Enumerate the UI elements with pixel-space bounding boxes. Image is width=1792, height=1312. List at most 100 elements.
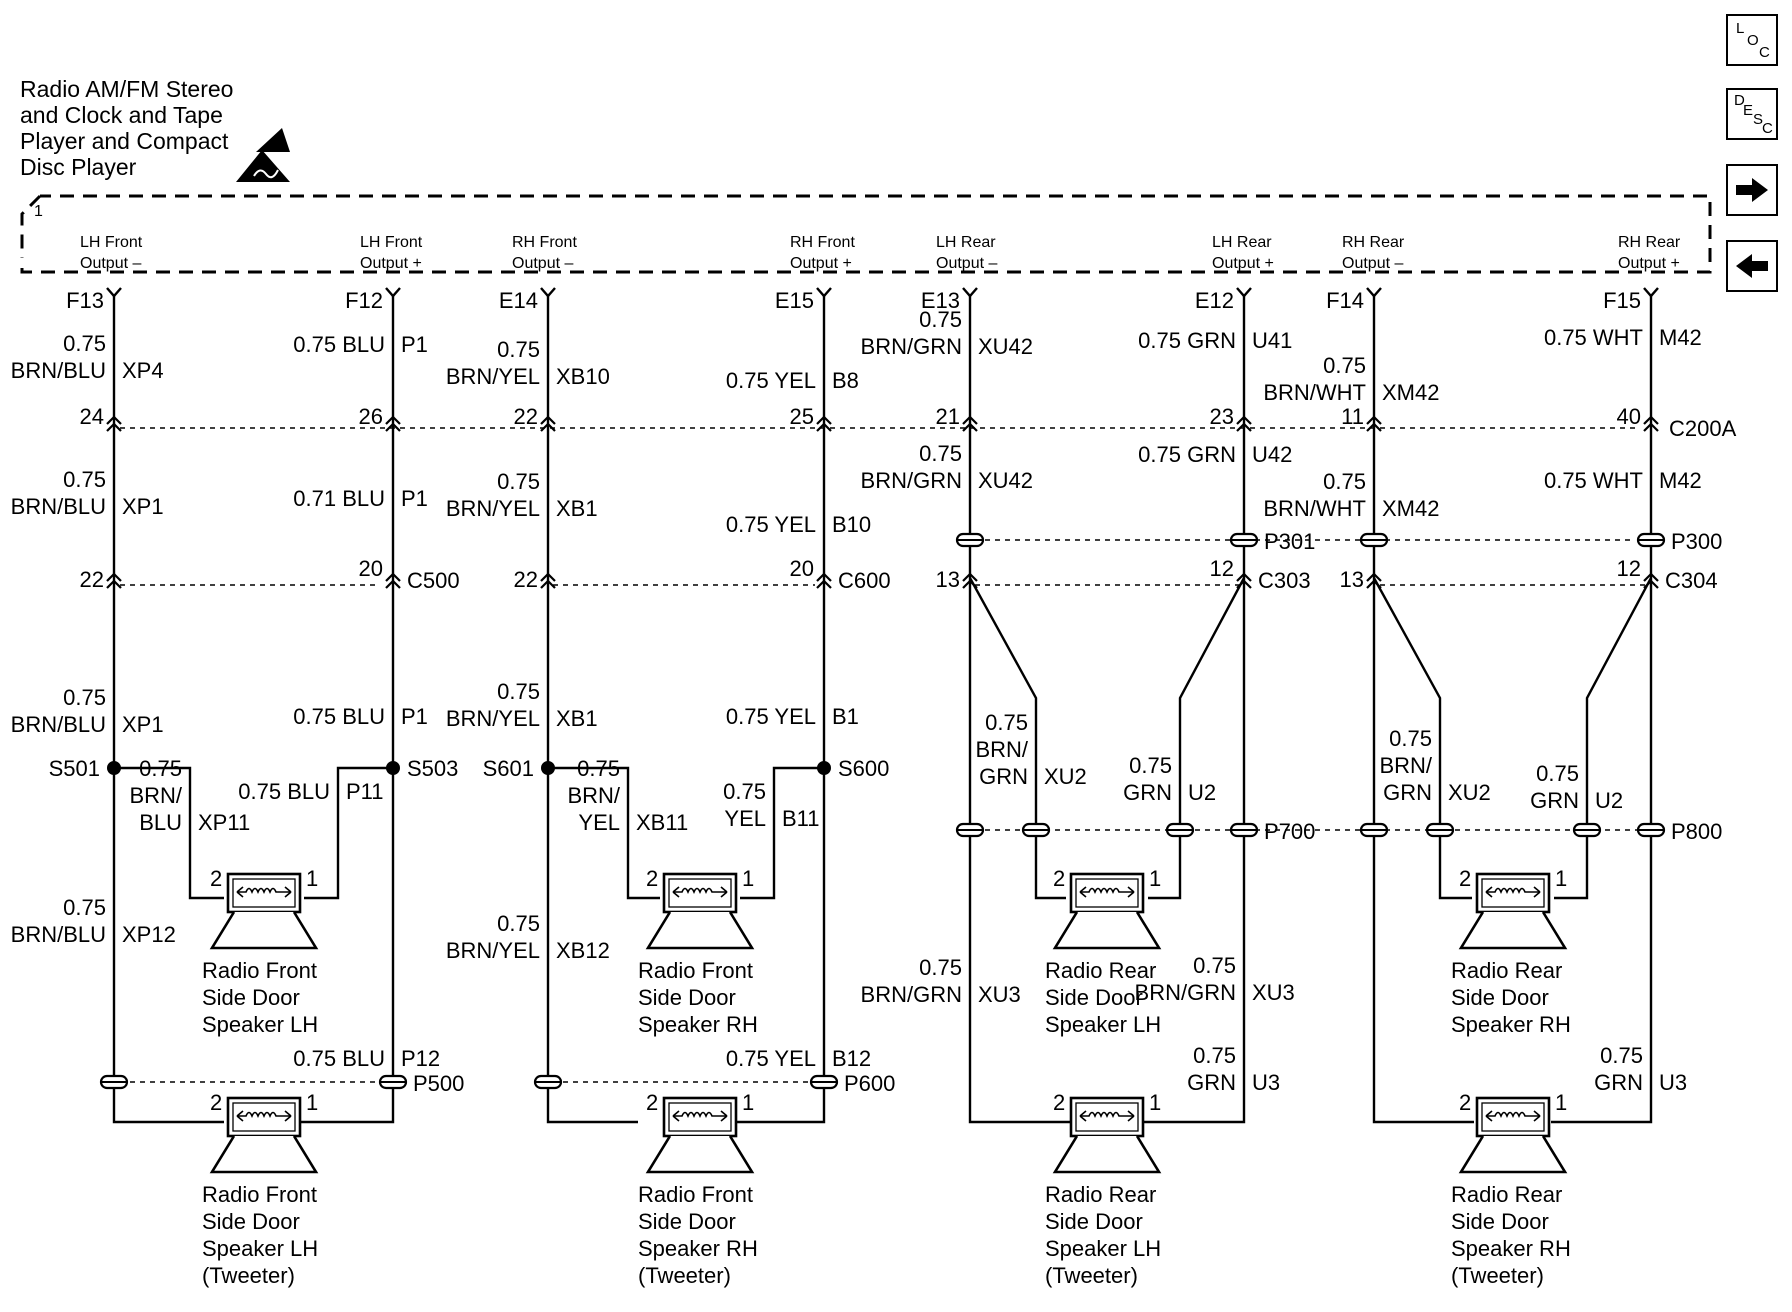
output-name: Output + xyxy=(1212,255,1274,272)
terminal-mark xyxy=(385,287,401,298)
circuit-number: M42 xyxy=(1659,468,1702,493)
speaker-icon xyxy=(1459,872,1567,950)
speaker-name: Speaker RH xyxy=(1451,1236,1571,1261)
wire-color-label: 0.75 WHT xyxy=(1544,325,1643,350)
speaker-icon xyxy=(1053,1096,1161,1174)
speaker-pin: 2 xyxy=(210,866,222,891)
connector-pin: 25 xyxy=(790,404,814,429)
wire-color-label: 0.75 xyxy=(1323,469,1366,494)
wire-color-label: BRN/GRN xyxy=(861,468,962,493)
connector-name: C600 xyxy=(838,568,891,593)
module-title-line: Player and Compact xyxy=(20,128,229,154)
circuit-number: XU2 xyxy=(1044,764,1087,789)
speaker-name: Radio Rear xyxy=(1451,958,1562,983)
connector-pin: 11 xyxy=(1341,404,1364,429)
speaker-name: Radio Front xyxy=(202,1182,317,1207)
speaker-pin: 2 xyxy=(1053,1090,1065,1115)
wire-color-label: 0.75 xyxy=(1129,753,1172,778)
connector-pin: 24 xyxy=(80,404,104,429)
circuit-number: XP1 xyxy=(122,712,164,737)
wire-color-label: 0.75 xyxy=(1323,353,1366,378)
inline-connector xyxy=(1359,532,1389,548)
wire-color-label: 0.75 xyxy=(919,307,962,332)
speaker-icon xyxy=(210,872,318,950)
circuit-number: B1 xyxy=(832,704,859,729)
arrow-right-icon xyxy=(1736,178,1768,202)
speaker-name: Speaker LH xyxy=(1045,1236,1161,1261)
inline-connector xyxy=(1425,822,1455,838)
speaker-name: Side Door xyxy=(202,985,300,1010)
previous-page-button[interactable] xyxy=(1726,240,1778,292)
circuit-number: P1 xyxy=(401,704,428,729)
wire-color-label: BRN/WHT xyxy=(1263,496,1366,521)
speaker-pin: 2 xyxy=(1459,1090,1471,1115)
speaker-name: Radio Rear xyxy=(1451,1182,1562,1207)
loc-letter-o: O xyxy=(1747,32,1759,49)
speaker-name: Speaker RH xyxy=(638,1012,758,1037)
circuit-number: U2 xyxy=(1188,780,1216,805)
wire-color-label: 0.75 BLU xyxy=(293,1046,385,1071)
wire-color-label: 0.75 WHT xyxy=(1544,468,1643,493)
splice-dot xyxy=(541,761,555,775)
wire-color-label: BRN/WHT xyxy=(1263,380,1366,405)
connector-name: C500 xyxy=(407,568,460,593)
wire-color-label: GRN xyxy=(1123,780,1172,805)
output-pin: E12 xyxy=(1195,288,1234,313)
wire-color-label: YEL xyxy=(724,806,766,831)
circuit-number: XB10 xyxy=(556,364,610,389)
circuit-number: B8 xyxy=(832,368,859,393)
connector-pin: 23 xyxy=(1210,404,1234,429)
inline-connector xyxy=(955,822,985,838)
output-name: RH Front xyxy=(790,234,855,251)
connector-pin: 22 xyxy=(80,567,104,592)
speaker-name: (Tweeter) xyxy=(1451,1263,1544,1288)
output-name: Output – xyxy=(936,255,997,272)
speaker-name: Side Door xyxy=(1451,1209,1549,1234)
module-pin: 1 xyxy=(34,203,43,220)
speaker-pin: 1 xyxy=(1149,1090,1161,1115)
loc-letter-c: C xyxy=(1759,44,1770,61)
connector-pin: 12 xyxy=(1210,556,1234,581)
circuit-number: XU42 xyxy=(978,468,1033,493)
speaker-name: (Tweeter) xyxy=(638,1263,731,1288)
circuit-number: M42 xyxy=(1659,325,1702,350)
connector-pin: 26 xyxy=(359,404,383,429)
splice-name: S501 xyxy=(49,756,100,781)
terminal-mark xyxy=(1236,287,1252,298)
speaker-pin: 1 xyxy=(1149,866,1161,891)
wire-color-label: BRN/GRN xyxy=(861,982,962,1007)
circuit-number: XB12 xyxy=(556,938,610,963)
next-page-button[interactable] xyxy=(1726,164,1778,216)
desc-letter-s: S xyxy=(1753,111,1764,128)
wire-color-label: 0.75 xyxy=(723,779,766,804)
speaker-name: (Tweeter) xyxy=(202,1263,295,1288)
circuit-number: XM42 xyxy=(1382,380,1439,405)
wire-color-label: BRN/BLU xyxy=(11,712,106,737)
speaker-name: Speaker LH xyxy=(202,1012,318,1037)
module-title-line: Disc Player xyxy=(20,154,137,180)
output-pin: F15 xyxy=(1603,288,1641,313)
wire-color-label: 0.71 BLU xyxy=(293,486,385,511)
wire-color-label: 0.75 xyxy=(1536,761,1579,786)
connector-pin: 21 xyxy=(936,404,960,429)
speaker-name: Side Door xyxy=(1045,985,1143,1010)
terminal-mark xyxy=(816,287,832,298)
wire-color-label: BRN/ xyxy=(1379,753,1432,778)
wire-color-label: BRN/GRN xyxy=(1135,980,1236,1005)
module-title-line: and Clock and Tape xyxy=(20,102,223,128)
connector-name: P800 xyxy=(1671,819,1722,844)
circuit-number: XU3 xyxy=(978,982,1021,1007)
location-button[interactable]: L O C xyxy=(1726,14,1778,66)
description-button[interactable]: D E S C xyxy=(1726,88,1778,140)
speaker-pin: 2 xyxy=(1053,866,1065,891)
circuit-number: P1 xyxy=(401,332,428,357)
splice-name: S600 xyxy=(838,756,889,781)
wire-color-label: 0.75 xyxy=(497,911,540,936)
connector-pin: 40 xyxy=(1617,404,1641,429)
speaker-name: Radio Front xyxy=(638,1182,753,1207)
speaker-name: Side Door xyxy=(1045,1209,1143,1234)
connector-pin: 13 xyxy=(936,567,960,592)
wire-color-label: GRN xyxy=(1187,1070,1236,1095)
circuit-number: XU42 xyxy=(978,334,1033,359)
circuit-number: XU2 xyxy=(1448,780,1491,805)
